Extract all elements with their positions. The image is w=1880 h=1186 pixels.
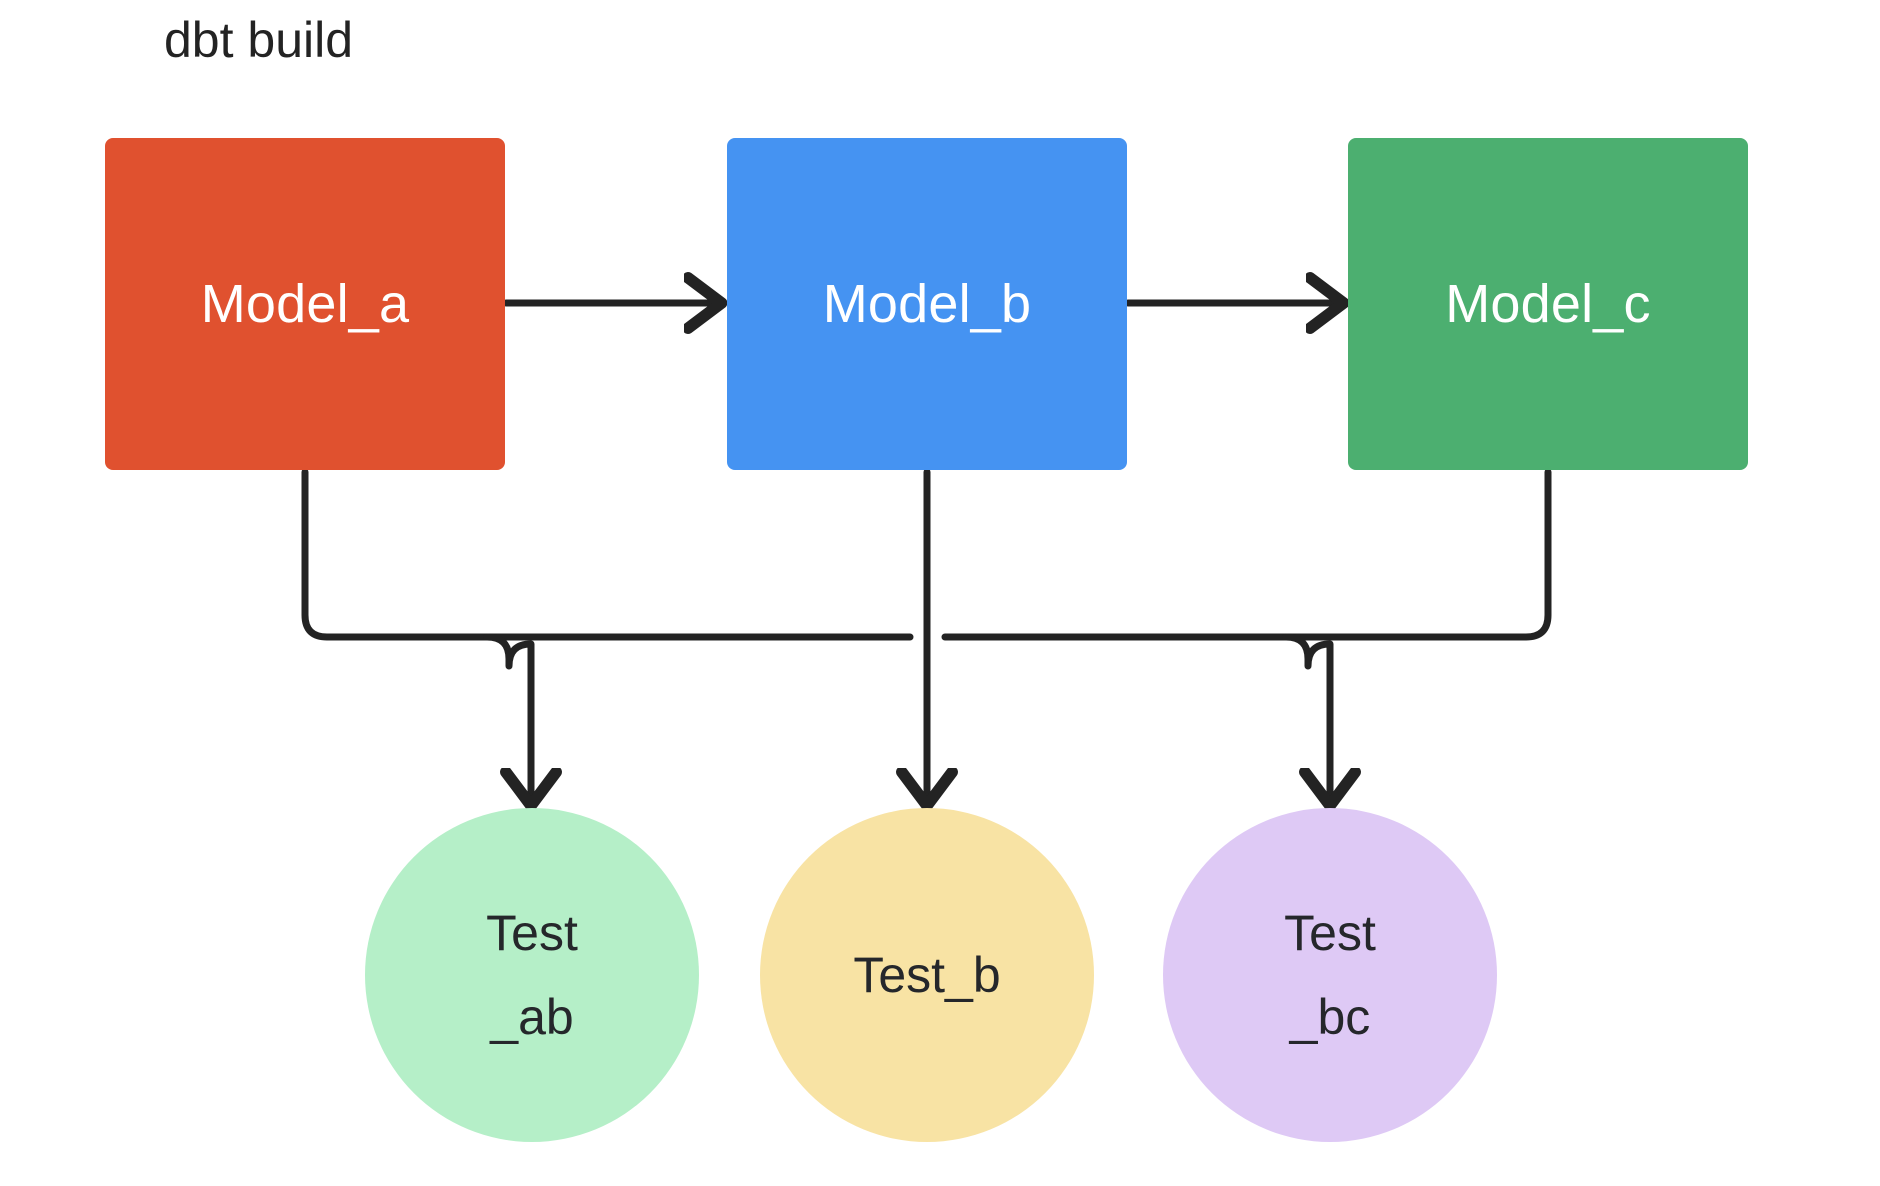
node-model-a[interactable]: Model_a bbox=[105, 138, 505, 470]
node-model-b-label: Model_b bbox=[822, 274, 1032, 334]
node-test-ab-label-line2: _ab bbox=[490, 989, 574, 1045]
node-test-b-label: Test_b bbox=[843, 933, 1010, 1017]
edge-model-c-to-bus bbox=[941, 468, 1552, 641]
node-test-b[interactable]: Test_b bbox=[760, 808, 1094, 1142]
node-test-bc-label-line1: Test bbox=[1284, 905, 1376, 961]
node-test-bc[interactable]: Test _bc bbox=[1163, 808, 1497, 1142]
node-model-a-label: Model_a bbox=[200, 274, 410, 334]
node-test-ab[interactable]: Test _ab bbox=[365, 808, 699, 1142]
node-test-ab-label: Test _ab bbox=[476, 891, 588, 1059]
edge-model-a-to-bus bbox=[301, 468, 914, 641]
node-model-c[interactable]: Model_c bbox=[1348, 138, 1748, 470]
node-test-ab-label-line1: Test bbox=[486, 905, 578, 961]
edge-bus-to-test-ab bbox=[483, 633, 531, 800]
node-model-b[interactable]: Model_b bbox=[727, 138, 1127, 470]
diagram-title: dbt build bbox=[164, 12, 354, 68]
node-test-bc-label: Test _bc bbox=[1274, 891, 1386, 1059]
node-test-b-label-line1: Test_b bbox=[853, 947, 1001, 1003]
node-test-bc-label-line2: _bc bbox=[1289, 989, 1371, 1045]
node-model-c-label: Model_c bbox=[1445, 274, 1651, 334]
edge-bus-to-test-bc bbox=[1282, 633, 1330, 800]
